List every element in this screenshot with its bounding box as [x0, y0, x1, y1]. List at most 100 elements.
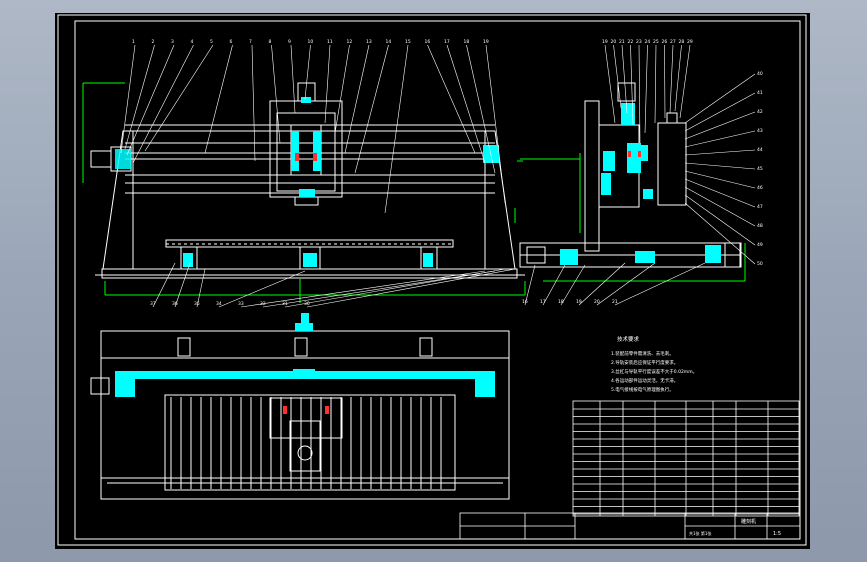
leader-line [664, 44, 666, 119]
leader-line [614, 262, 706, 306]
part-number-label: 12 [347, 39, 353, 45]
leader-line [306, 268, 516, 308]
part-number-label: 36 [172, 301, 178, 307]
leader-line [284, 268, 506, 308]
tech-req-line: 4.各运动部件运动灵活，无卡滞。 [611, 377, 678, 384]
technical-requirements: 技术要求 1.装配前零件需清洗、去毛刺。 2.导轨安装后应保证平行度要求。 3.… [611, 335, 697, 393]
leader-line [152, 262, 176, 308]
leader-line [684, 170, 756, 189]
part-number-label: 35 [194, 301, 200, 307]
leader-line [262, 270, 496, 308]
leader-line [427, 44, 476, 154]
leader-line [684, 186, 756, 227]
leader-line [679, 44, 691, 119]
part-number-label: 13 [366, 39, 372, 45]
leader-line [684, 92, 756, 132]
part-number-label: 30 [304, 301, 310, 307]
top-view [90, 330, 510, 500]
leader-line [271, 44, 281, 144]
leader-line [174, 262, 191, 308]
part-number-label: 46 [757, 185, 763, 191]
leader-line [132, 44, 194, 164]
dimension-lines [82, 82, 746, 303]
leader-line [120, 44, 136, 154]
part-number-label: 19 [483, 39, 489, 45]
leader-line [124, 44, 155, 150]
part-number-label: 26 [662, 39, 668, 45]
front-view-accent [295, 153, 317, 161]
part-number-label: 25 [653, 39, 659, 45]
leader-line [684, 111, 756, 140]
tech-req-line: 1.装配前零件需清洗、去毛刺。 [611, 350, 674, 357]
leader-line [218, 270, 306, 308]
part-number-label: 4 [191, 39, 194, 45]
part-number-label: 41 [757, 90, 763, 96]
tech-req-line: 2.导轨安装后应保证平行度要求。 [611, 359, 678, 366]
leader-line [524, 264, 536, 306]
title-block [459, 512, 801, 540]
top-view-sections [115, 313, 495, 397]
part-number-label: 20 [611, 39, 617, 45]
leader-line [304, 44, 311, 100]
leader-line [644, 44, 648, 134]
part-number-label: 19 [602, 39, 608, 45]
part-number-label: 40 [757, 71, 763, 77]
part-number-label: 17 [444, 39, 450, 45]
title-block-text: 雕刻机 1:5 共1张 第1张 [689, 518, 781, 537]
part-number-label: 9 [288, 39, 291, 45]
sheet-number: 共1张 第1张 [689, 530, 711, 536]
part-number-label: 21 [619, 39, 625, 45]
leader-line [684, 149, 756, 156]
part-number-label: 45 [757, 166, 763, 172]
part-number-label: 32 [260, 301, 266, 307]
leader-line [144, 44, 214, 152]
leader-line [684, 73, 756, 124]
leader-line [578, 262, 626, 306]
inner-frame [74, 20, 801, 540]
part-number-label: 14 [386, 39, 392, 45]
leader-line [446, 44, 486, 164]
top-view-slats [170, 397, 442, 489]
side-view-sections [560, 103, 721, 265]
part-number-label: 23 [636, 39, 642, 45]
part-number-label: 16 [522, 299, 528, 305]
leader-line [344, 44, 370, 154]
part-number-label: 8 [269, 39, 272, 45]
part-number-label: 37 [150, 301, 156, 307]
tech-req-line: 5.电气接线按电气原理图执行。 [611, 386, 674, 393]
leader-line [621, 44, 628, 114]
front-view-sections [115, 97, 499, 267]
part-number-label: 18 [464, 39, 470, 45]
part-number-label: 17 [540, 299, 546, 305]
part-number-label: 34 [216, 301, 222, 307]
leader-line [324, 44, 331, 124]
leader-line [354, 44, 389, 174]
leader-line [613, 44, 622, 109]
part-number-label: 47 [757, 204, 763, 210]
part-number-label: 10 [308, 39, 314, 45]
part-number-label: 7 [249, 39, 252, 45]
top-view-accent [283, 406, 329, 414]
leader-line [638, 44, 641, 144]
drawing-title: 雕刻机 [741, 518, 756, 525]
drawing-scale: 1:5 [773, 531, 781, 537]
front-view [90, 82, 525, 279]
leader-line [542, 264, 566, 306]
side-view [519, 82, 742, 268]
part-number-label: 31 [282, 301, 288, 307]
part-number-label: 3 [171, 39, 174, 45]
part-number-label: 16 [425, 39, 431, 45]
leader-line [684, 178, 756, 208]
leader-line [240, 270, 486, 308]
part-number-label: 27 [670, 39, 676, 45]
leader-line [630, 44, 634, 126]
leader-line [684, 130, 756, 148]
leader-line [596, 262, 656, 306]
part-number-label: 44 [757, 147, 763, 153]
leader-line [384, 44, 409, 214]
